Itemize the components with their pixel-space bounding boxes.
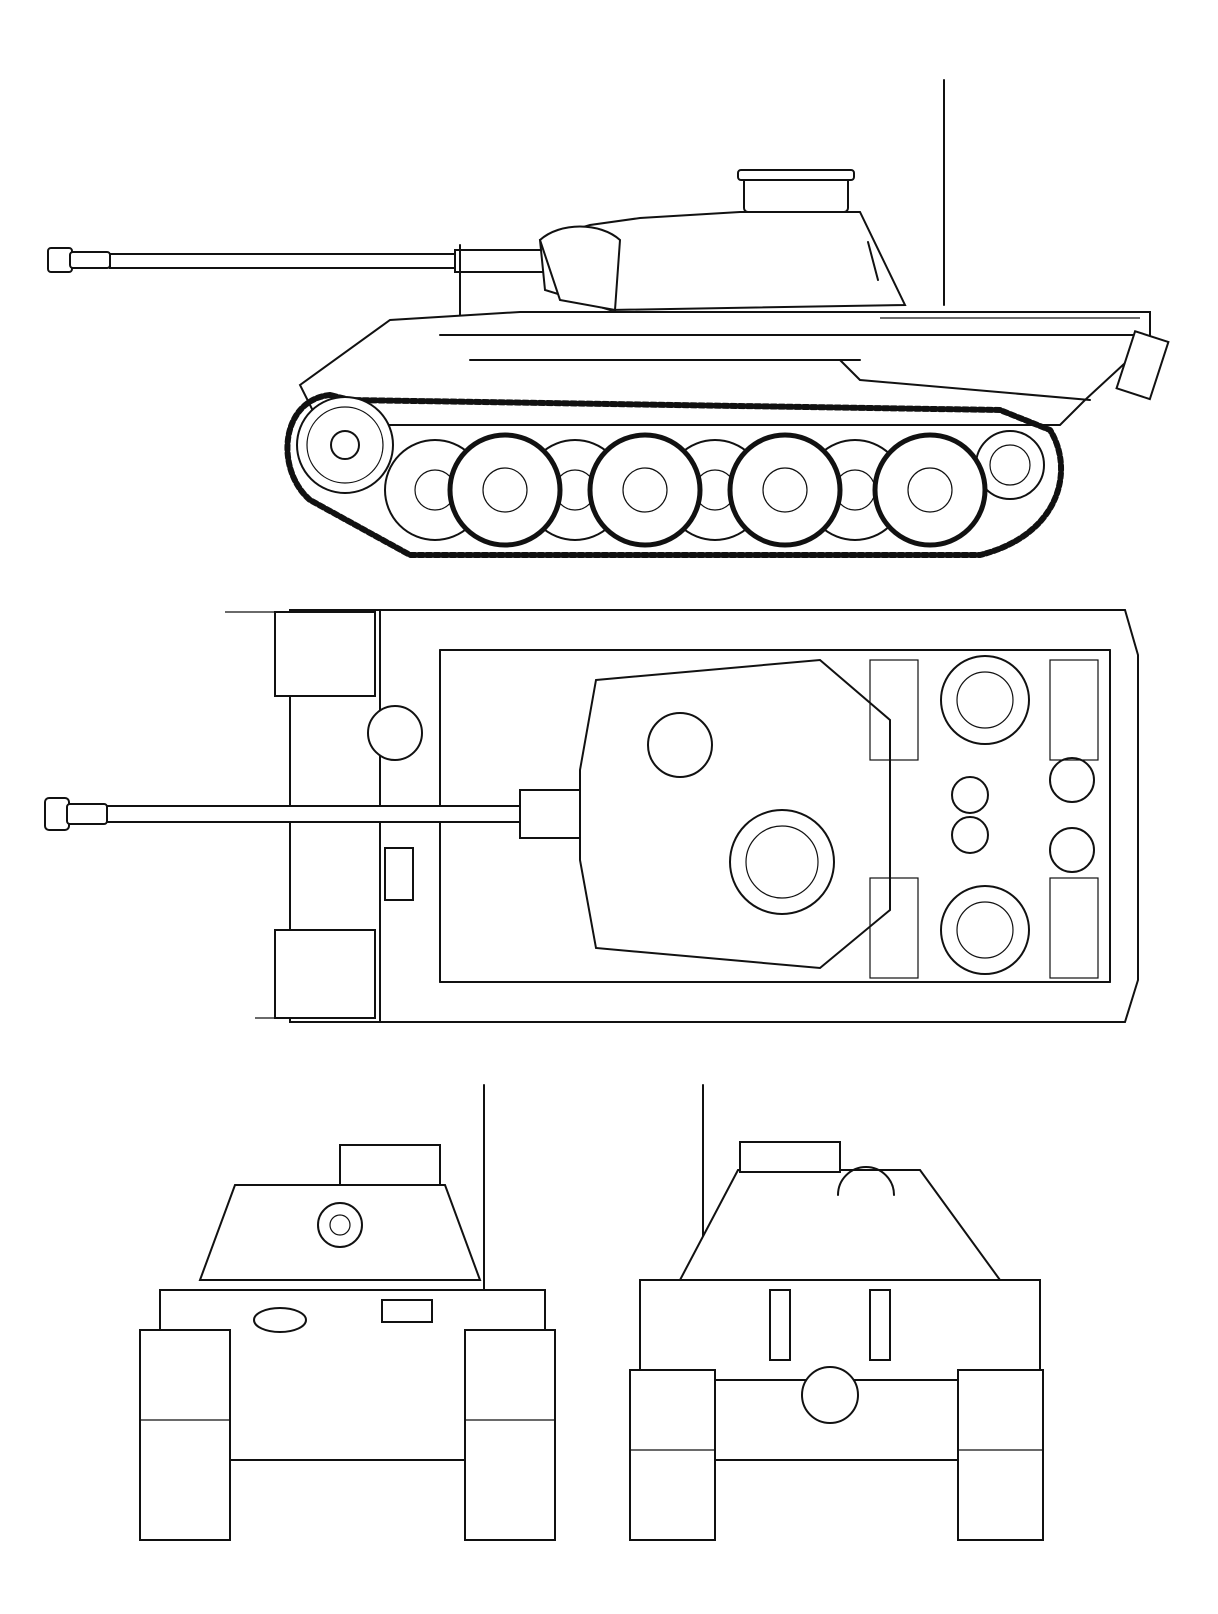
idler-wheel bbox=[975, 430, 1045, 500]
hull-side bbox=[298, 311, 1170, 426]
engine-deck bbox=[869, 655, 1099, 979]
front-view bbox=[139, 1084, 556, 1541]
hull-rear bbox=[639, 1279, 1041, 1381]
track-rear-right bbox=[957, 1369, 1044, 1541]
turret-top bbox=[579, 658, 891, 970]
track-front-right bbox=[464, 1329, 556, 1541]
road-wheels bbox=[384, 432, 988, 548]
drive-sprocket bbox=[296, 396, 394, 494]
side-view bbox=[47, 79, 1170, 558]
track-side bbox=[284, 392, 1064, 558]
turret-side bbox=[538, 169, 907, 312]
front-fender-right bbox=[274, 929, 376, 1019]
commander-cupola bbox=[729, 809, 835, 915]
rear-view bbox=[629, 1084, 1044, 1541]
track-rear-left bbox=[629, 1369, 716, 1541]
track-front-left bbox=[139, 1329, 231, 1541]
top-view bbox=[44, 609, 1139, 1023]
gun-barrel-side bbox=[47, 244, 546, 321]
front-fender-left bbox=[274, 611, 376, 697]
loader-hatch bbox=[647, 712, 713, 778]
